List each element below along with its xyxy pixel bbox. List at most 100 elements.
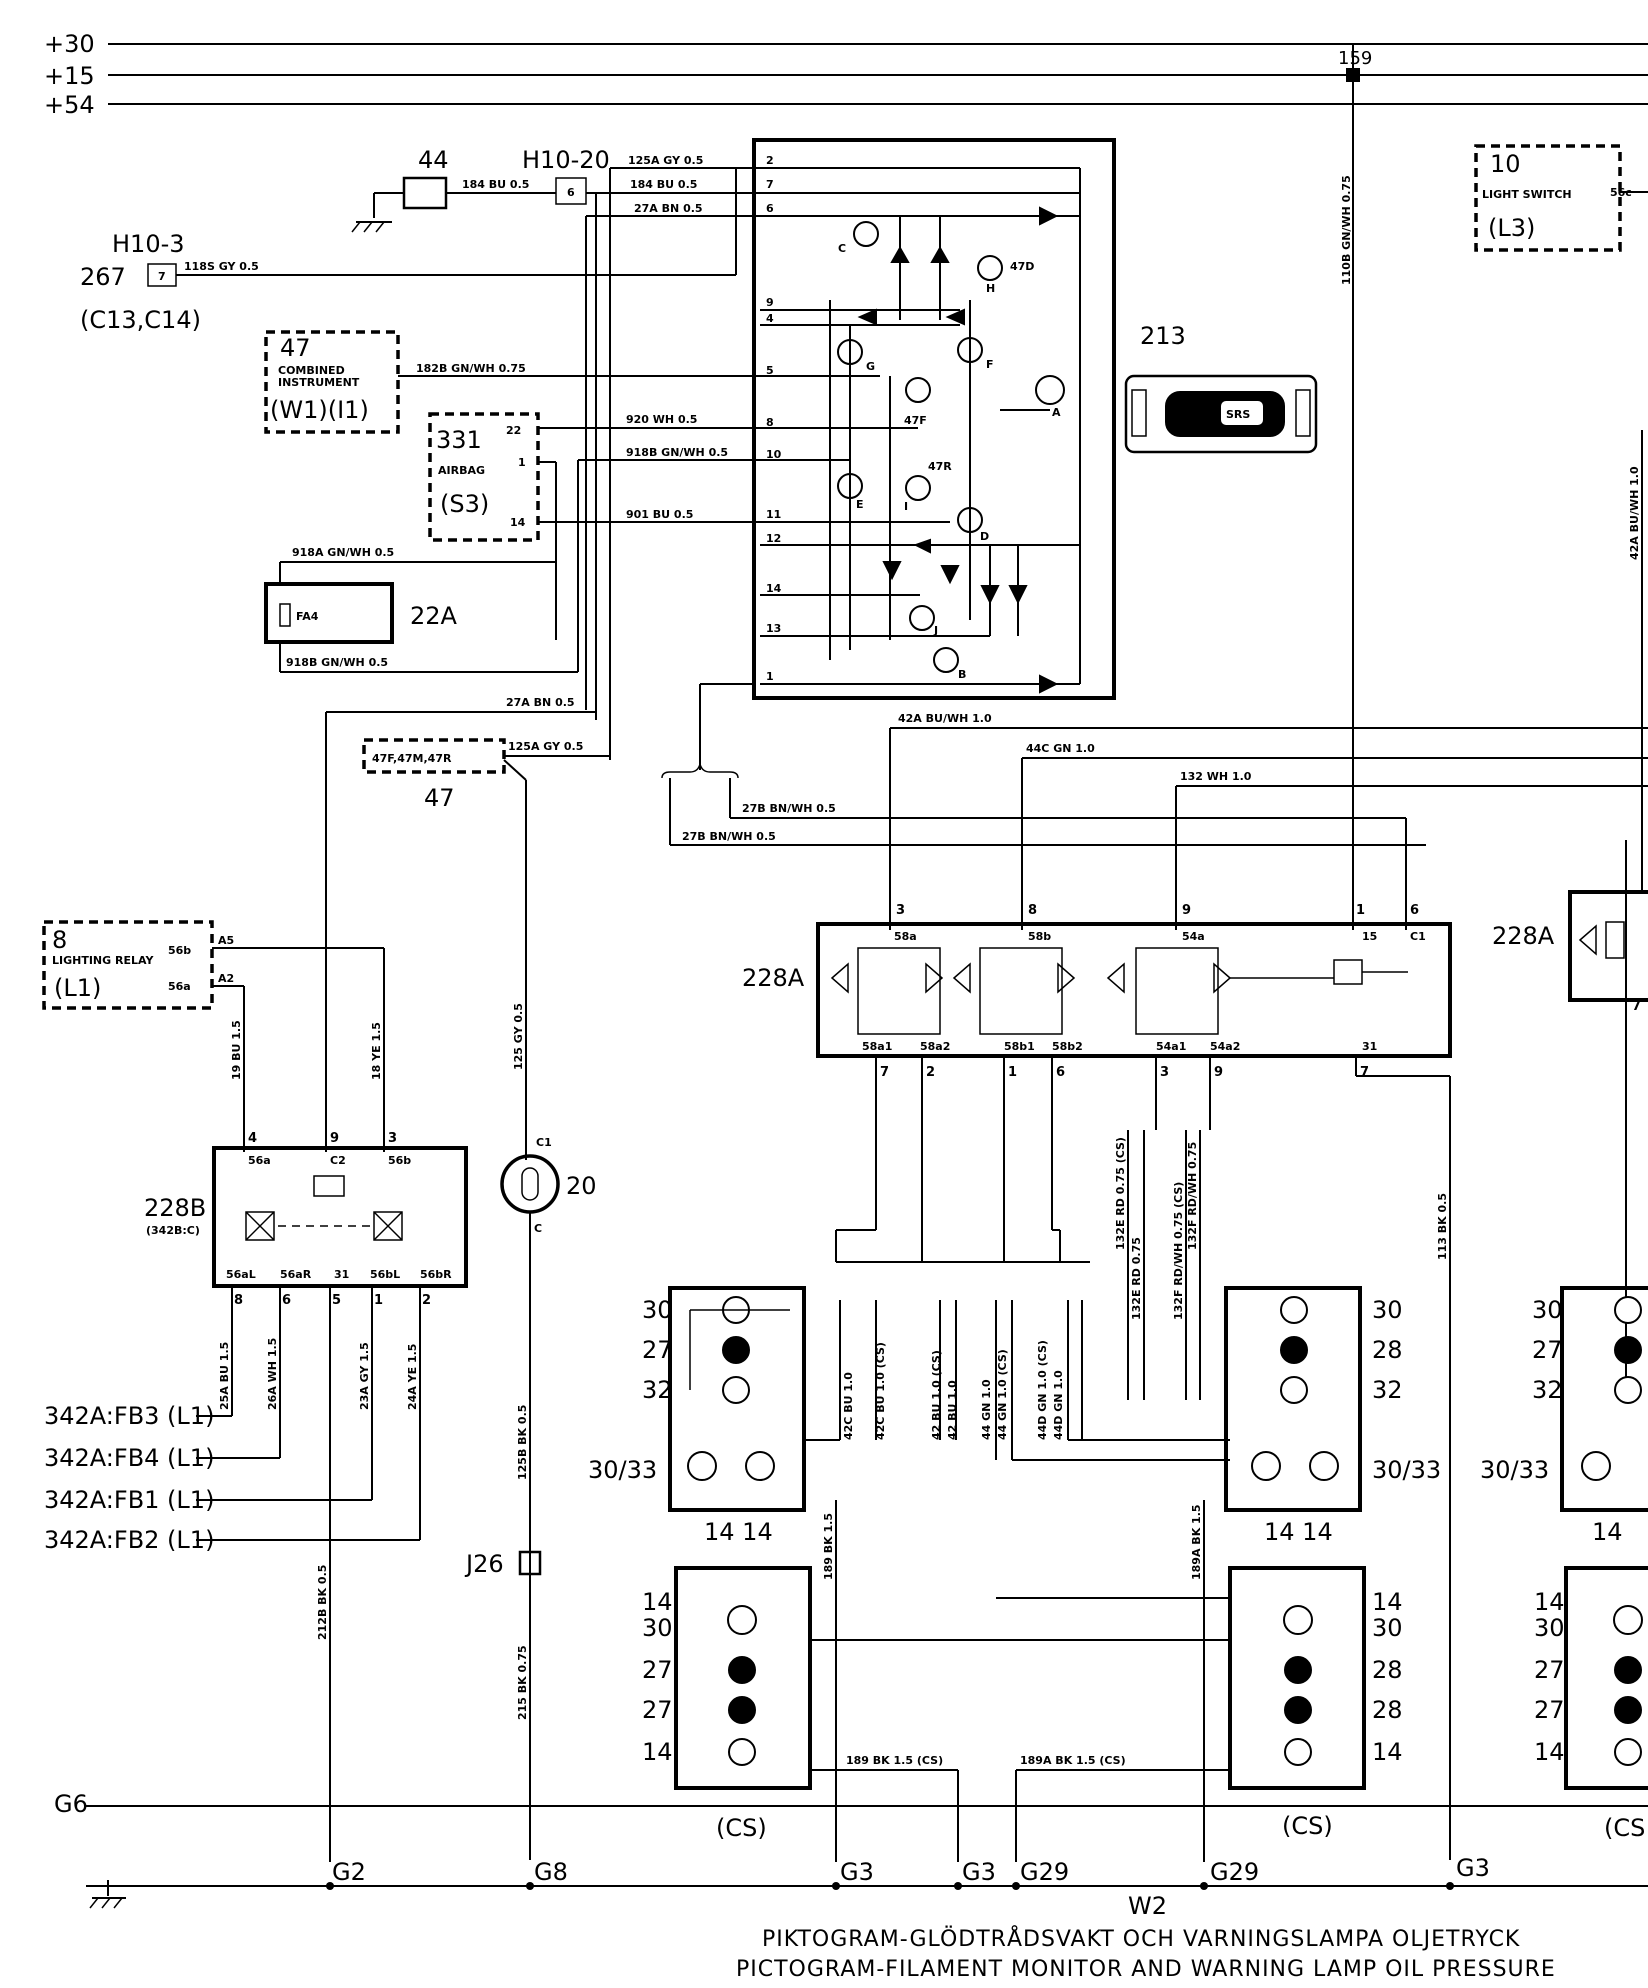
component-8-lighting-relay: 8 LIGHTING RELAY (L1) 56b 56a A5 A2 19 B… <box>42 920 385 1152</box>
wire-189a-cs: 189A BK 1.5 (CS) <box>1020 1754 1126 1767</box>
label-213: 213 <box>1140 322 1186 350</box>
wire-42-cs: 42 BU 1.0 (CS) <box>930 1350 943 1440</box>
svg-text:13: 13 <box>766 622 781 635</box>
component-22a-fa4: 918A GN/WH 0.5 FA4 22A 918B GN/WH 0.5 <box>264 546 578 673</box>
label-fa4: FA4 <box>296 610 319 623</box>
frl-num-2: 30 <box>1534 1614 1565 1642</box>
wire-118s: 118S GY 0.5 <box>184 260 259 273</box>
svg-text:47R: 47R <box>928 460 952 473</box>
svg-text:1: 1 <box>766 670 774 683</box>
component-10-light-switch: 10 LIGHT SWITCH (L3) 56c <box>1474 144 1648 252</box>
pin-58a1: 58a1 <box>862 1040 892 1053</box>
pin-54a: 54a <box>1182 930 1205 943</box>
component-331-airbag: 331 AIRBAG (S3) 22 1 14 920 WH 0.5 918B … <box>428 412 760 672</box>
label-228a-right: 228A <box>1492 922 1555 950</box>
svg-text:7: 7 <box>1632 999 1641 1014</box>
pin-31: 31 <box>1362 1040 1377 1053</box>
lr-num-3: 28 <box>1372 1656 1403 1684</box>
ground-g2: G2 <box>332 1858 366 1886</box>
component-47-combined-instrument: 47 COMBINED INSTRUMENT (W1)(I1) 182B GN/… <box>264 330 760 434</box>
svg-text:22: 22 <box>506 424 521 437</box>
svg-text:9: 9 <box>1214 1065 1223 1080</box>
svg-text:4: 4 <box>248 1131 257 1146</box>
frl-num-3: 27 <box>1534 1656 1565 1684</box>
ll-num-1: 14 <box>642 1588 673 1616</box>
svg-text:6: 6 <box>766 202 774 215</box>
wire-132e: 132E RD 0.75 <box>1130 1237 1143 1320</box>
wire-125: 125 GY 0.5 <box>512 1003 525 1070</box>
svg-text:E: E <box>856 498 864 511</box>
wire-182b: 182B GN/WH 0.75 <box>416 362 526 375</box>
pin-58b1: 58b1 <box>1004 1040 1035 1053</box>
label-h10-3: H10-3 <box>112 230 185 258</box>
label-47f: 47F,47M,47R <box>372 752 452 765</box>
svg-text:56c: 56c <box>1610 186 1632 199</box>
svg-text:12: 12 <box>766 532 781 545</box>
wire-125a2: 125A GY 0.5 <box>508 740 583 753</box>
ur-num-5: 14 14 <box>1264 1518 1333 1546</box>
svg-text:11: 11 <box>766 508 781 521</box>
svg-text:C: C <box>534 1222 542 1235</box>
pin-15: 15 <box>1362 930 1377 943</box>
svg-text:1: 1 <box>1356 903 1365 918</box>
wire-215: 215 BK 0.75 <box>516 1645 529 1720</box>
frl-num-5: 14 <box>1534 1738 1565 1766</box>
ul-num-5: 14 14 <box>704 1518 773 1546</box>
wire-132f-cs: 132F RD/WH 0.75 (CS) <box>1172 1182 1185 1320</box>
wire-189: 189 BK 1.5 <box>822 1513 835 1580</box>
svg-text:10: 10 <box>766 448 782 461</box>
svg-text:F: F <box>986 358 994 371</box>
ul-num-2: 27 <box>642 1336 673 1364</box>
svg-text:3: 3 <box>1160 1065 1169 1080</box>
wire-42c-1: 42C BU 1.0 <box>842 1372 855 1440</box>
wire-27b-1: 27B BN/WH 0.5 <box>742 802 836 815</box>
label-8: 8 <box>52 926 67 954</box>
wire-132: 132 WH 1.0 <box>1180 770 1252 783</box>
pin-58b2: 58b2 <box>1052 1040 1083 1053</box>
label-47-instr: 47 <box>280 334 311 362</box>
svg-text:8: 8 <box>234 1293 243 1308</box>
svg-text:B: B <box>958 668 966 681</box>
pin-58a2: 58a2 <box>920 1040 950 1053</box>
wire-132e-cs: 132E RD 0.75 (CS) <box>1114 1137 1127 1250</box>
component-20: 20 C1 C 125B BK 0.5 J26 215 BK 0.75 <box>464 1136 597 1860</box>
ur-num-1: 30 <box>1372 1296 1403 1324</box>
label-cs-right: (CS) <box>1282 1812 1333 1840</box>
svg-text:1: 1 <box>374 1293 383 1308</box>
ground-g3-a: G3 <box>840 1858 874 1886</box>
wire-25a: 25A BU 1.5 <box>218 1342 231 1410</box>
wire-27a: 27A BN 0.5 <box>634 202 703 215</box>
fr-num-2: 27 <box>1532 1336 1563 1364</box>
svg-text:47D: 47D <box>1010 260 1034 273</box>
svg-text:6: 6 <box>282 1293 291 1308</box>
lamp-cluster-far-right: 30 27 32 30/33 14 14 30 27 27 14 (CS <box>1480 1286 1648 1842</box>
label-10-name: LIGHT SWITCH <box>1482 188 1572 201</box>
svg-text:4: 4 <box>766 312 774 325</box>
caption-english: PICTOGRAM-FILAMENT MONITOR AND WARNING L… <box>736 1957 1556 1982</box>
lr-num-1: 14 <box>1372 1588 1403 1616</box>
pin-31-228b: 31 <box>334 1268 349 1281</box>
fr-num-5: 14 <box>1592 1518 1623 1546</box>
label-22a: 22A <box>410 602 458 630</box>
svg-text:6: 6 <box>1410 903 1419 918</box>
lr-num-2: 30 <box>1372 1614 1403 1642</box>
svg-text:A2: A2 <box>218 972 234 985</box>
lamp-cluster-upper-right: 30 28 32 30/33 14 14 <box>1224 1286 1441 1546</box>
wire-125b: 125B BK 0.5 <box>516 1405 529 1480</box>
wire-19: 19 BU 1.5 <box>230 1020 243 1080</box>
svg-text:6: 6 <box>567 186 575 199</box>
pin-54a2: 54a2 <box>1210 1040 1240 1053</box>
wire-125a: 125A GY 0.5 <box>628 154 703 167</box>
instr-line1: COMBINED <box>278 364 345 377</box>
label-159: 159 <box>1338 48 1372 69</box>
wire-132f: 132F RD/WH 0.75 <box>1186 1142 1199 1250</box>
svg-text:A5: A5 <box>218 934 234 947</box>
label-47: 47 <box>424 784 455 812</box>
ur-num-4: 30/33 <box>1372 1456 1441 1484</box>
wire-42a-right: 42A BU/WH 1.0 <box>1628 466 1641 560</box>
wire-920: 920 WH 0.5 <box>626 413 697 426</box>
svg-text:J: J <box>933 624 938 637</box>
frl-num-4: 27 <box>1534 1696 1565 1724</box>
component-h10-20: H10-20 6 125A GY 0.5 184 BU 0.5 27A BN 0… <box>522 146 760 760</box>
